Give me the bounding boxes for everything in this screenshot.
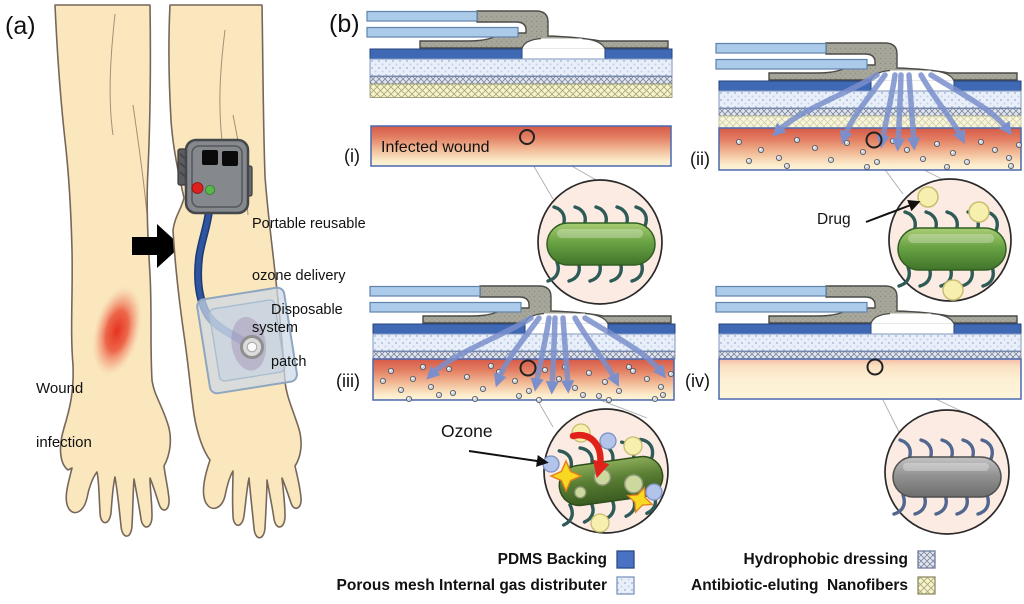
legend-swatches	[616, 550, 936, 595]
stage-iii-label: (iii)	[336, 371, 360, 391]
stage-ii-diagram	[715, 42, 1022, 171]
stage-iv-label: (iv)	[685, 371, 710, 391]
legend-label-pdms: PDMS Backing	[497, 551, 607, 568]
legend-swatch-hydrophobic	[917, 550, 936, 569]
wound-infection-area	[92, 286, 142, 376]
ozone-device	[177, 138, 253, 215]
transition-arrow	[132, 224, 181, 268]
legend-swatch-pdms	[616, 550, 635, 569]
device-led-green	[205, 185, 215, 195]
stage-ii-label: (ii)	[690, 149, 710, 169]
stage-i-diagram	[366, 10, 673, 167]
legend-swatch-mesh	[616, 576, 635, 595]
nanofiber-layer-ii	[718, 115, 1022, 129]
stage-iv-diagram	[715, 285, 1022, 400]
drug-molecules-ii	[917, 186, 990, 301]
device-led-red	[191, 182, 204, 194]
drug-annotation-arrow	[865, 199, 921, 223]
legend-swatch-nanofibers	[917, 576, 936, 595]
ozone-attack-arrow	[569, 431, 610, 479]
device-label: Portable reusable ozone delivery system	[252, 215, 366, 337]
infected-wound-caption: Infected wound	[381, 139, 490, 156]
magnifier-i	[537, 179, 663, 305]
magnifier-marker-iii	[519, 359, 537, 377]
wound-infection-label: Wound infection	[36, 380, 92, 451]
magnifier-marker-ii	[865, 131, 883, 149]
left-arm	[54, 4, 172, 537]
bacterium-dying-iii	[551, 436, 664, 527]
stage-iii-diagram	[369, 285, 676, 404]
legend-label-nanofibers: Antibiotic-eluting Nanofibers	[691, 577, 908, 594]
device-port-right	[222, 151, 238, 166]
magnifier-iii	[468, 408, 669, 534]
magnifier-marker-i	[519, 129, 535, 145]
nanofiber-layer-i	[369, 83, 673, 98]
panel-b-label: (b)	[329, 10, 360, 38]
infected-wound-bed-i	[370, 125, 672, 167]
panel-a	[54, 4, 302, 539]
device-port-left	[202, 150, 218, 165]
panel-b	[366, 10, 1022, 535]
legend-label-hydrophobic: Hydrophobic dressing	[743, 551, 909, 568]
ozone-annotation: Ozone	[441, 421, 493, 441]
infected-wound-bed-ii	[718, 127, 1022, 171]
ozone-annotation-arrow	[468, 450, 549, 467]
disposable-patch	[196, 286, 298, 395]
magnifier-ii	[865, 178, 1012, 302]
patch-label: Disposable patch	[271, 301, 343, 370]
healed-wound-bed-iv	[718, 358, 1022, 400]
legend-label-mesh: Porous mesh Internal gas distributer	[336, 577, 607, 594]
magnifier-marker-iv	[866, 358, 884, 376]
drug-annotation: Drug	[817, 211, 851, 228]
stage-i-label: (i)	[344, 146, 360, 166]
panel-a-label: (a)	[5, 12, 36, 40]
magnifier-iv	[884, 409, 1010, 535]
